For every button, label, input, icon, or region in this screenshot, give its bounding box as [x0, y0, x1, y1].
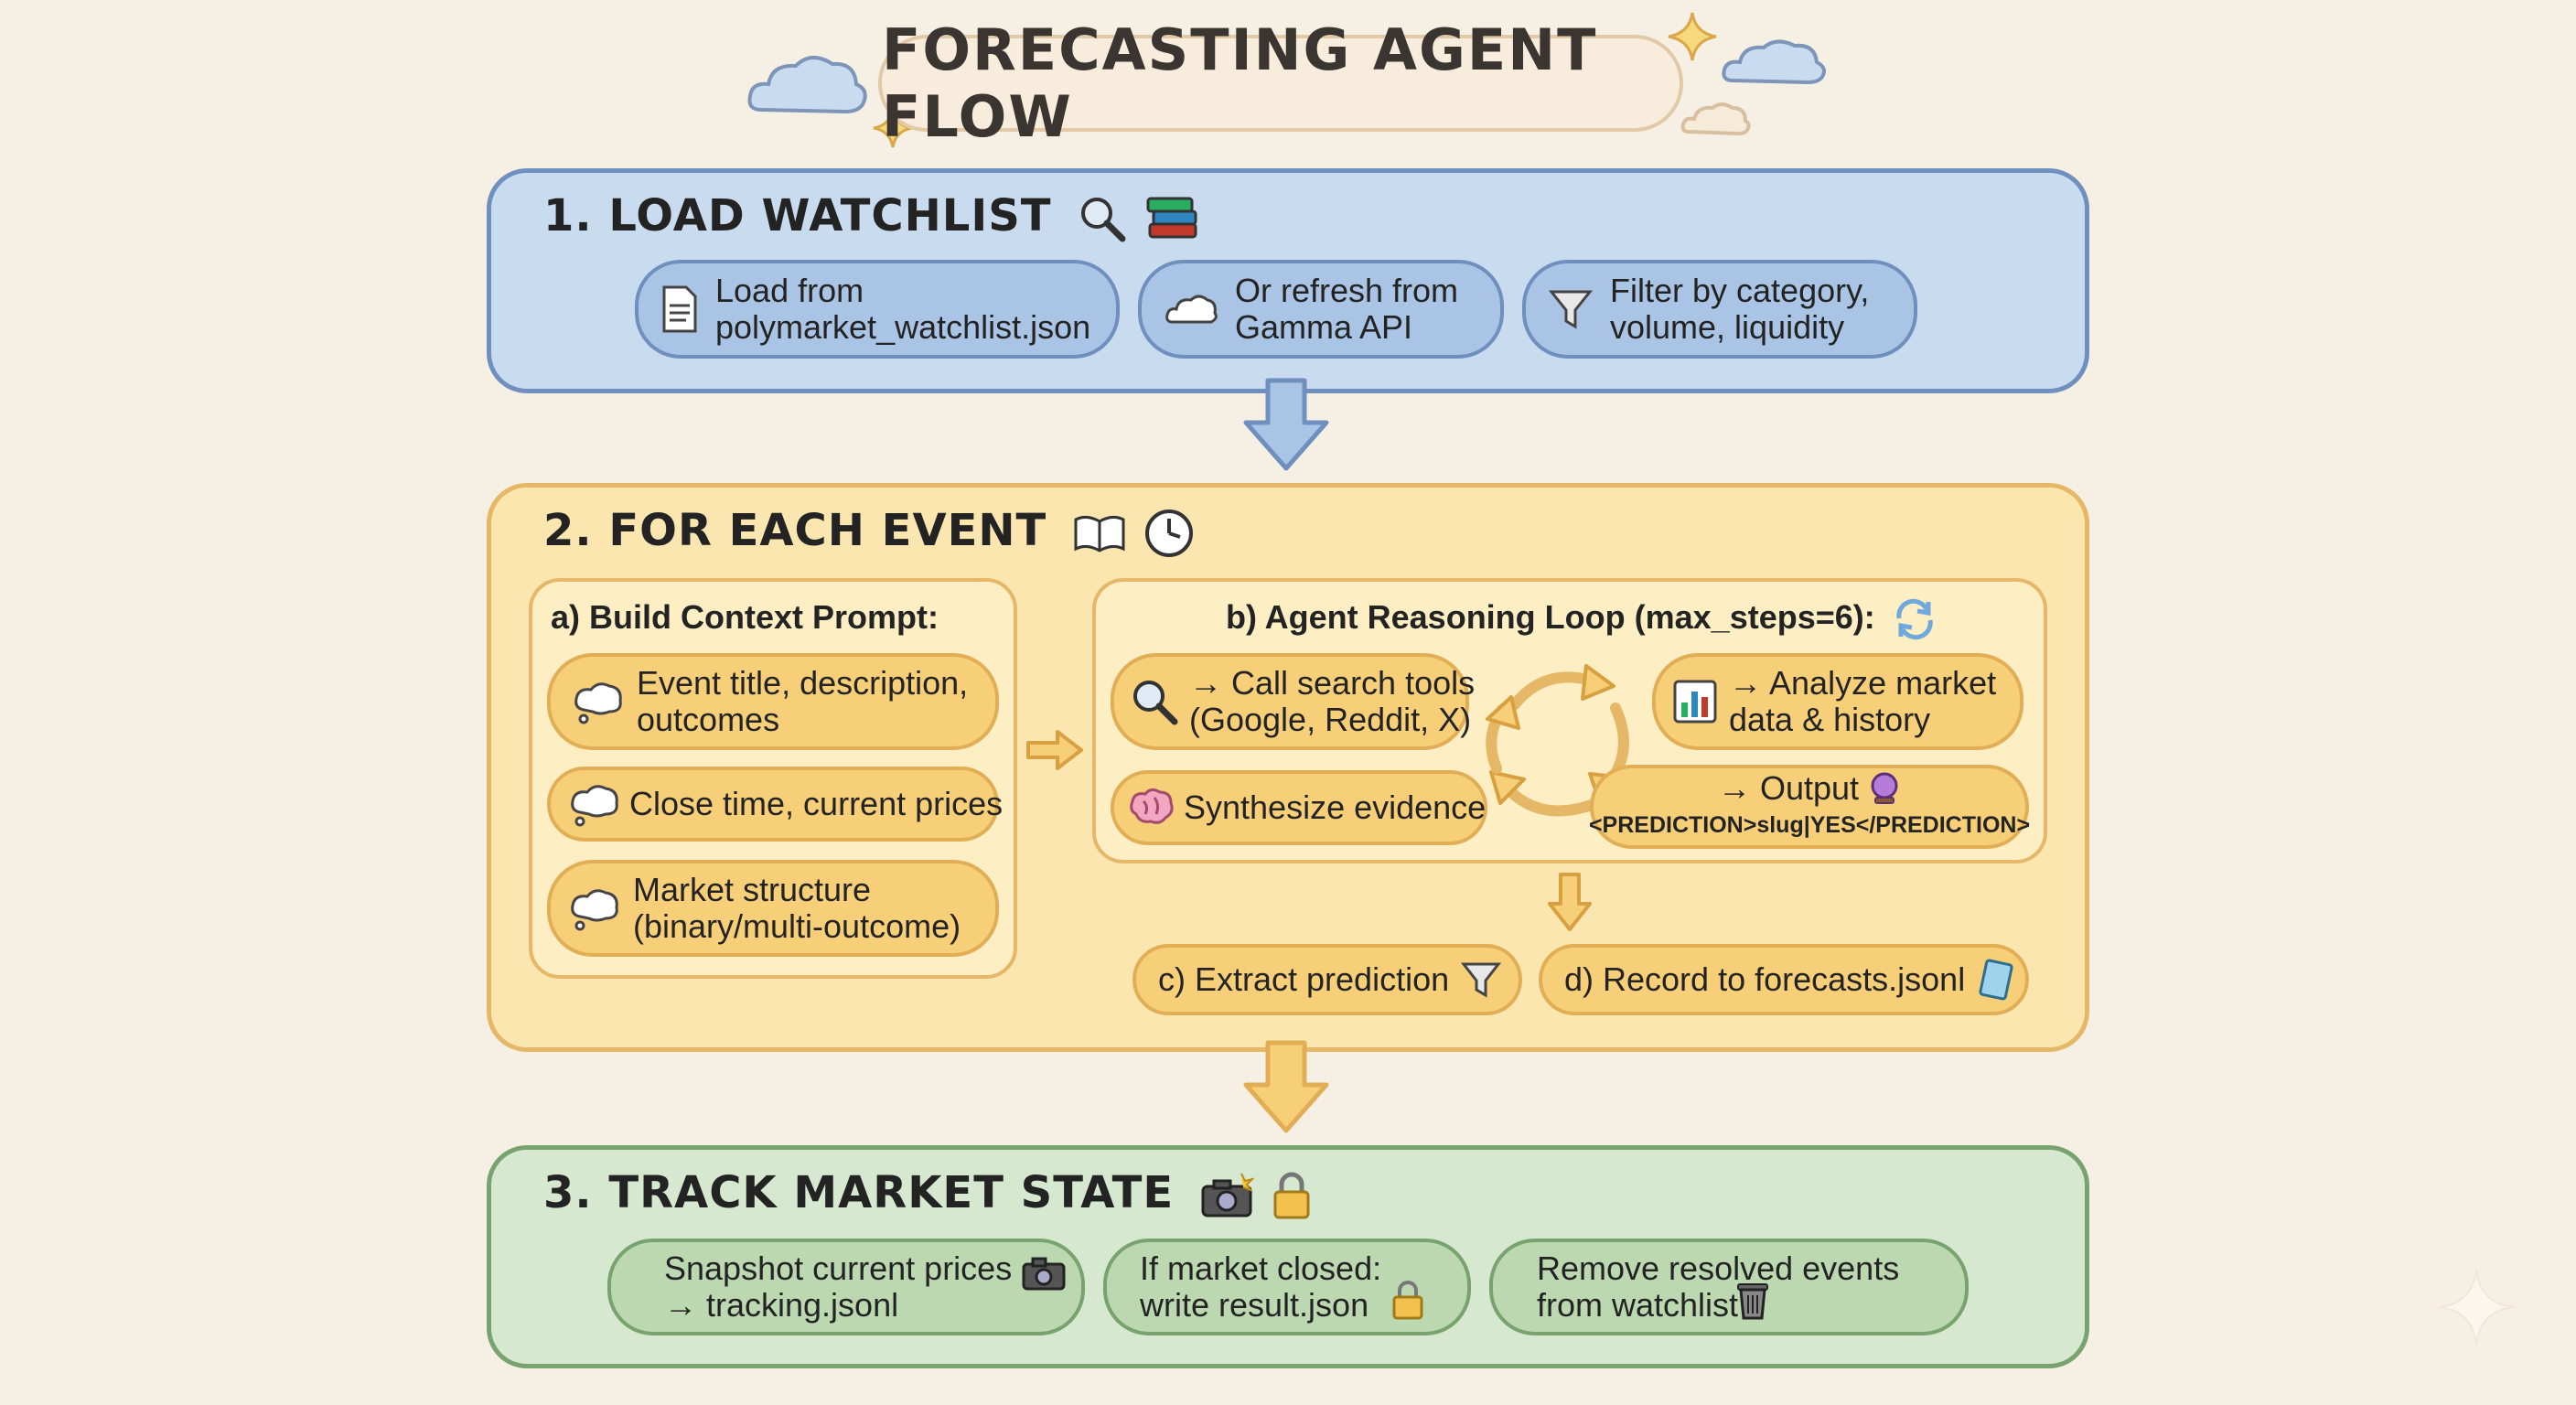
section-title-track: 3. TRACK MARKET STATE [543, 1167, 1313, 1221]
cloud-decoration-left [747, 56, 867, 114]
brain-icon [1127, 787, 1175, 829]
section-title-text: 1. LOAD WATCHLIST [543, 190, 1052, 241]
sparkle-icon [1668, 12, 1717, 61]
magnifier-icon [1077, 193, 1128, 244]
document-icon [660, 284, 699, 335]
section-title-load: 1. LOAD WATCHLIST [543, 190, 1201, 244]
context-text: outcomes [637, 701, 780, 738]
extract-prediction-step: c) Extract prediction [1132, 944, 1522, 1015]
step-text: write result.json [1140, 1286, 1369, 1324]
step-text: Load from [715, 272, 864, 309]
section-title-text: 2. FOR EACH EVENT [543, 505, 1047, 556]
thought-bubble-icon [569, 885, 620, 931]
context-item-structure: Market structure(binary/multi-outcome) [547, 860, 999, 957]
books-icon [1144, 193, 1201, 244]
step-text: Remove resolved events [1537, 1249, 1900, 1287]
loop-text: → Output [1717, 769, 1860, 807]
loop-text: (Google, Reddit, X) [1189, 701, 1472, 738]
trash-icon [1734, 1279, 1771, 1321]
context-text: Market structure [633, 871, 872, 908]
magnifier-icon [1129, 676, 1180, 727]
section-title-text: 3. TRACK MARKET STATE [543, 1167, 1175, 1218]
step-text: polymarket_watchlist.json [715, 308, 1091, 346]
funnel-icon [1460, 959, 1502, 1001]
right-arrow-icon [1026, 730, 1083, 770]
step-text: Snapshot current prices [664, 1249, 1013, 1287]
loop-text: Synthesize evidence [1184, 788, 1487, 826]
open-book-icon [1072, 510, 1127, 556]
synthesize-evidence-step: Synthesize evidence [1111, 770, 1487, 845]
loop-text: → Analyze market [1729, 664, 1997, 702]
step-text: Gamma API [1235, 308, 1413, 346]
camera-flash-icon [1199, 1172, 1254, 1219]
step-text: c) Extract prediction [1158, 960, 1450, 998]
down-arrow-icon [1243, 378, 1329, 471]
title-banner: FORECASTING AGENT FLOW [878, 16, 1683, 150]
refresh-cycle-icon [1892, 598, 1937, 640]
funnel-icon [1548, 286, 1594, 332]
record-forecasts-step: d) Record to forecasts.jsonl [1539, 944, 2029, 1015]
cloud-decoration-right [1722, 39, 1826, 85]
cloud-decoration-small [1680, 102, 1751, 136]
down-arrow-icon [1243, 1040, 1329, 1133]
prediction-format-text: <PREDICTION>slug|YES</PREDICTION> [1588, 812, 2031, 838]
step-text: Filter by category, [1610, 272, 1870, 309]
context-text: Close time, current prices [629, 785, 1004, 822]
sparkle-watermark-icon [2438, 1269, 2515, 1346]
snapshot-prices-step: Snapshot current prices→ tracking.jsonl [607, 1239, 1085, 1335]
step-text: → tracking.jsonl [664, 1286, 899, 1324]
filter-step: Filter by category,volume, liquidity [1522, 260, 1917, 359]
clock-icon [1143, 508, 1195, 559]
reasoning-loop-title-text: b) Agent Reasoning Loop (max_steps=6): [1226, 598, 1875, 636]
context-prompt-title: a) Build Context Prompt: [551, 598, 939, 636]
thought-bubble-icon [569, 781, 620, 827]
cloud-icon [1164, 291, 1218, 327]
market-closed-step: If market closed:write result.json [1103, 1239, 1471, 1335]
loop-text: data & history [1729, 701, 1931, 738]
lock-icon [1390, 1279, 1425, 1321]
lock-icon [1271, 1170, 1313, 1221]
step-text: Or refresh from [1235, 272, 1459, 309]
output-prediction-step: → Output <PREDICTION>slug|YES</PREDICTIO… [1588, 765, 2031, 849]
down-arrow-icon [1548, 873, 1592, 931]
step-text: from watchlist [1537, 1286, 1739, 1324]
page-title: FORECASTING AGENT FLOW [882, 16, 1598, 150]
bar-chart-icon [1672, 679, 1718, 724]
context-text: (binary/multi-outcome) [633, 907, 961, 945]
context-text: Event title, description, [637, 664, 969, 702]
reasoning-loop-title: b) Agent Reasoning Loop (max_steps=6): [1226, 598, 1937, 640]
notepad-icon [1976, 959, 2016, 1001]
camera-icon [1021, 1253, 1067, 1292]
thought-bubble-icon [573, 679, 624, 724]
context-item-close-time: Close time, current prices [547, 767, 1003, 842]
context-item-event: Event title, description,outcomes [547, 653, 999, 750]
section-title-each: 2. FOR EACH EVENT [543, 505, 1195, 559]
step-text: volume, liquidity [1610, 308, 1845, 346]
loop-text: → Call search tools [1189, 664, 1476, 702]
crystal-ball-icon [1868, 771, 1901, 806]
step-text: d) Record to forecasts.jsonl [1564, 960, 1966, 998]
call-search-tools-step: → Call search tools(Google, Reddit, X) [1111, 653, 1475, 750]
step-text: If market closed: [1140, 1249, 1382, 1287]
